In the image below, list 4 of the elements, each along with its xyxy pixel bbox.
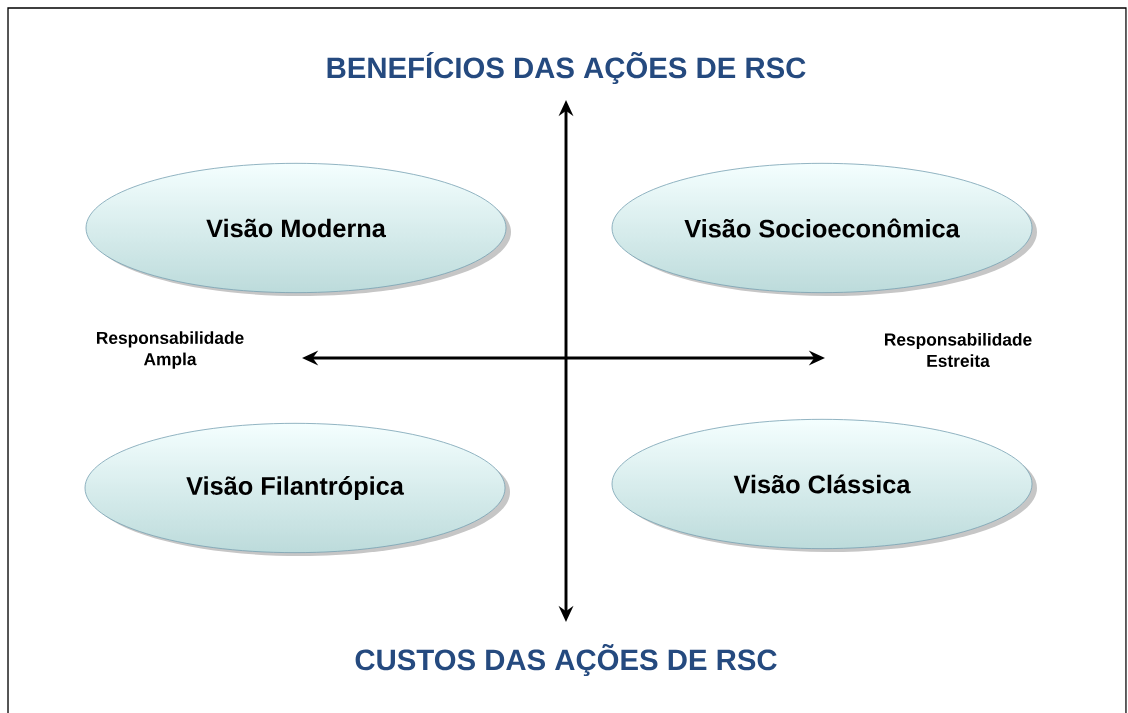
heading: CUSTOS DAS AÇÕES DE RSC [355,643,777,677]
axis-label: Responsabilidade Ampla [97,331,244,369]
heading: BENEFÍCIOS DAS AÇÕES DE RSC [327,51,806,85]
axis-label: Responsabilidade Estreita [885,332,1032,367]
